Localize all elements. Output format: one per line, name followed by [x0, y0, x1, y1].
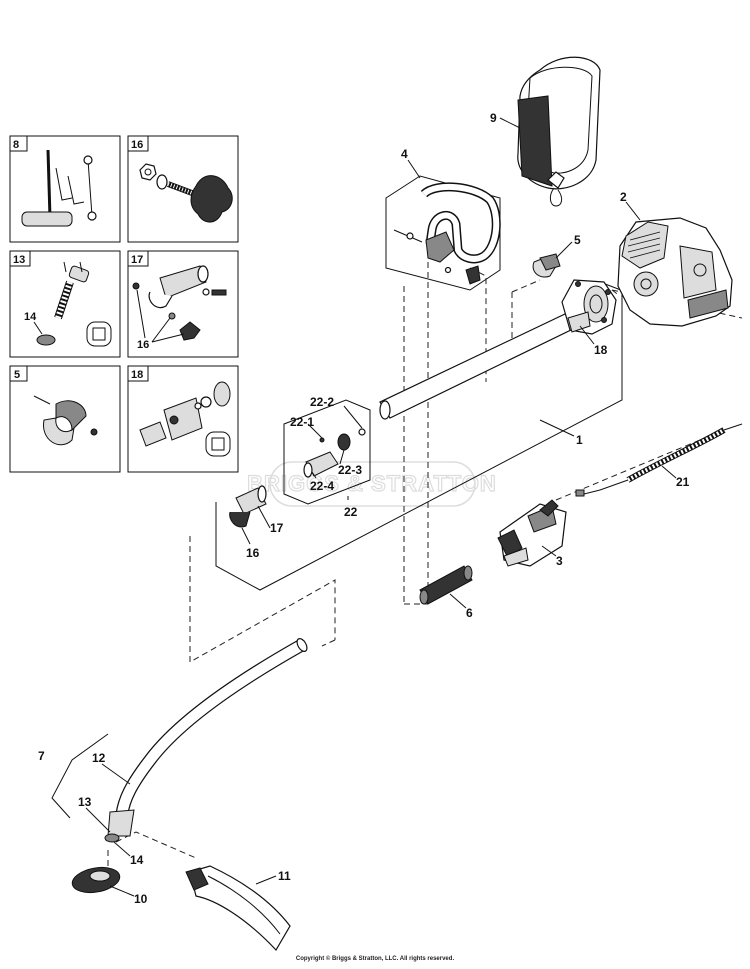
inset-box-17-label: 17 [131, 254, 143, 266]
gearbox-housing [561, 279, 617, 335]
callout-13: 13 [78, 795, 92, 809]
callout-2: 2 [620, 190, 627, 204]
callout-21: 21 [676, 475, 690, 489]
inset-box-5-label: 5 [14, 369, 20, 381]
tool-kit-drawing [21, 149, 97, 227]
lower-curved-shaft [104, 638, 308, 843]
coupler-clamp-drawing [132, 265, 227, 341]
knob-bolt-drawing [139, 163, 233, 223]
drive-shaft-tube [379, 313, 576, 420]
callout-1: 1 [576, 433, 583, 447]
callout-14: 14 [130, 853, 144, 867]
callout-16: 16 [246, 546, 260, 560]
throttle-handle [497, 499, 567, 567]
callout-6: 6 [466, 606, 473, 620]
callouts: 9 4 2 5 18 1 21 3 6 22-2 22-1 22-3 22-4 … [38, 111, 690, 906]
callout-3: 3 [556, 554, 563, 568]
throttle-cable [575, 423, 743, 497]
callout-22-2: 22-2 [310, 395, 334, 409]
inset-box-8: 8 [9, 135, 121, 243]
loop-handle [385, 175, 501, 291]
inset-box-13-label: 13 [13, 254, 25, 266]
shoulder-strap [517, 56, 601, 207]
callout-17: 17 [270, 521, 284, 535]
handle-clamp [532, 253, 561, 278]
inset-box-17: 17 16 [127, 250, 239, 358]
inset-box-18: 18 [127, 365, 239, 473]
callout-22: 22 [344, 505, 358, 519]
trimmer-head [71, 866, 121, 894]
inset-box-16: 16 [127, 135, 239, 243]
callout-10: 10 [134, 892, 148, 906]
inset-box-8-label: 8 [13, 139, 19, 151]
coupler-subassembly [283, 399, 371, 505]
shaft-assembly-bracket [215, 292, 623, 591]
engine [617, 217, 733, 327]
callout-4: 4 [401, 147, 408, 161]
callout-7: 7 [38, 749, 45, 763]
inset-box-18-label: 18 [131, 369, 143, 381]
inset-box-16b-label: 16 [137, 339, 149, 351]
lower-coupler-clamp [229, 485, 267, 528]
dashed-reference-lines [107, 262, 743, 870]
trimmer-head-spring-drawing [36, 261, 112, 347]
inset-box-13: 13 14 [9, 250, 121, 358]
callout-22-4: 22-4 [310, 479, 334, 493]
watermark: BRIGGS & STRATTON [247, 461, 497, 507]
part-7-bracket [51, 733, 109, 819]
handle-clamp-drawing [33, 395, 98, 446]
callout-22-3: 22-3 [338, 463, 362, 477]
inset-box-5: 5 [9, 365, 121, 473]
inset-box-16-label: 16 [131, 139, 143, 151]
callout-22-1: 22-1 [290, 415, 314, 429]
watermark-text: BRIGGS & STRATTON [247, 471, 497, 496]
foam-grip [419, 565, 473, 605]
inset-box-14-label: 14 [24, 311, 37, 323]
gearbox-clutch-drawing [139, 381, 231, 457]
callout-11: 11 [278, 869, 291, 883]
copyright-notice: Copyright © Briggs & Stratton, LLC. All … [295, 956, 455, 962]
callout-18: 18 [594, 343, 608, 357]
debris-guard [185, 865, 291, 951]
callout-5: 5 [574, 233, 581, 247]
callout-12: 12 [92, 751, 106, 765]
callout-9: 9 [490, 111, 497, 125]
